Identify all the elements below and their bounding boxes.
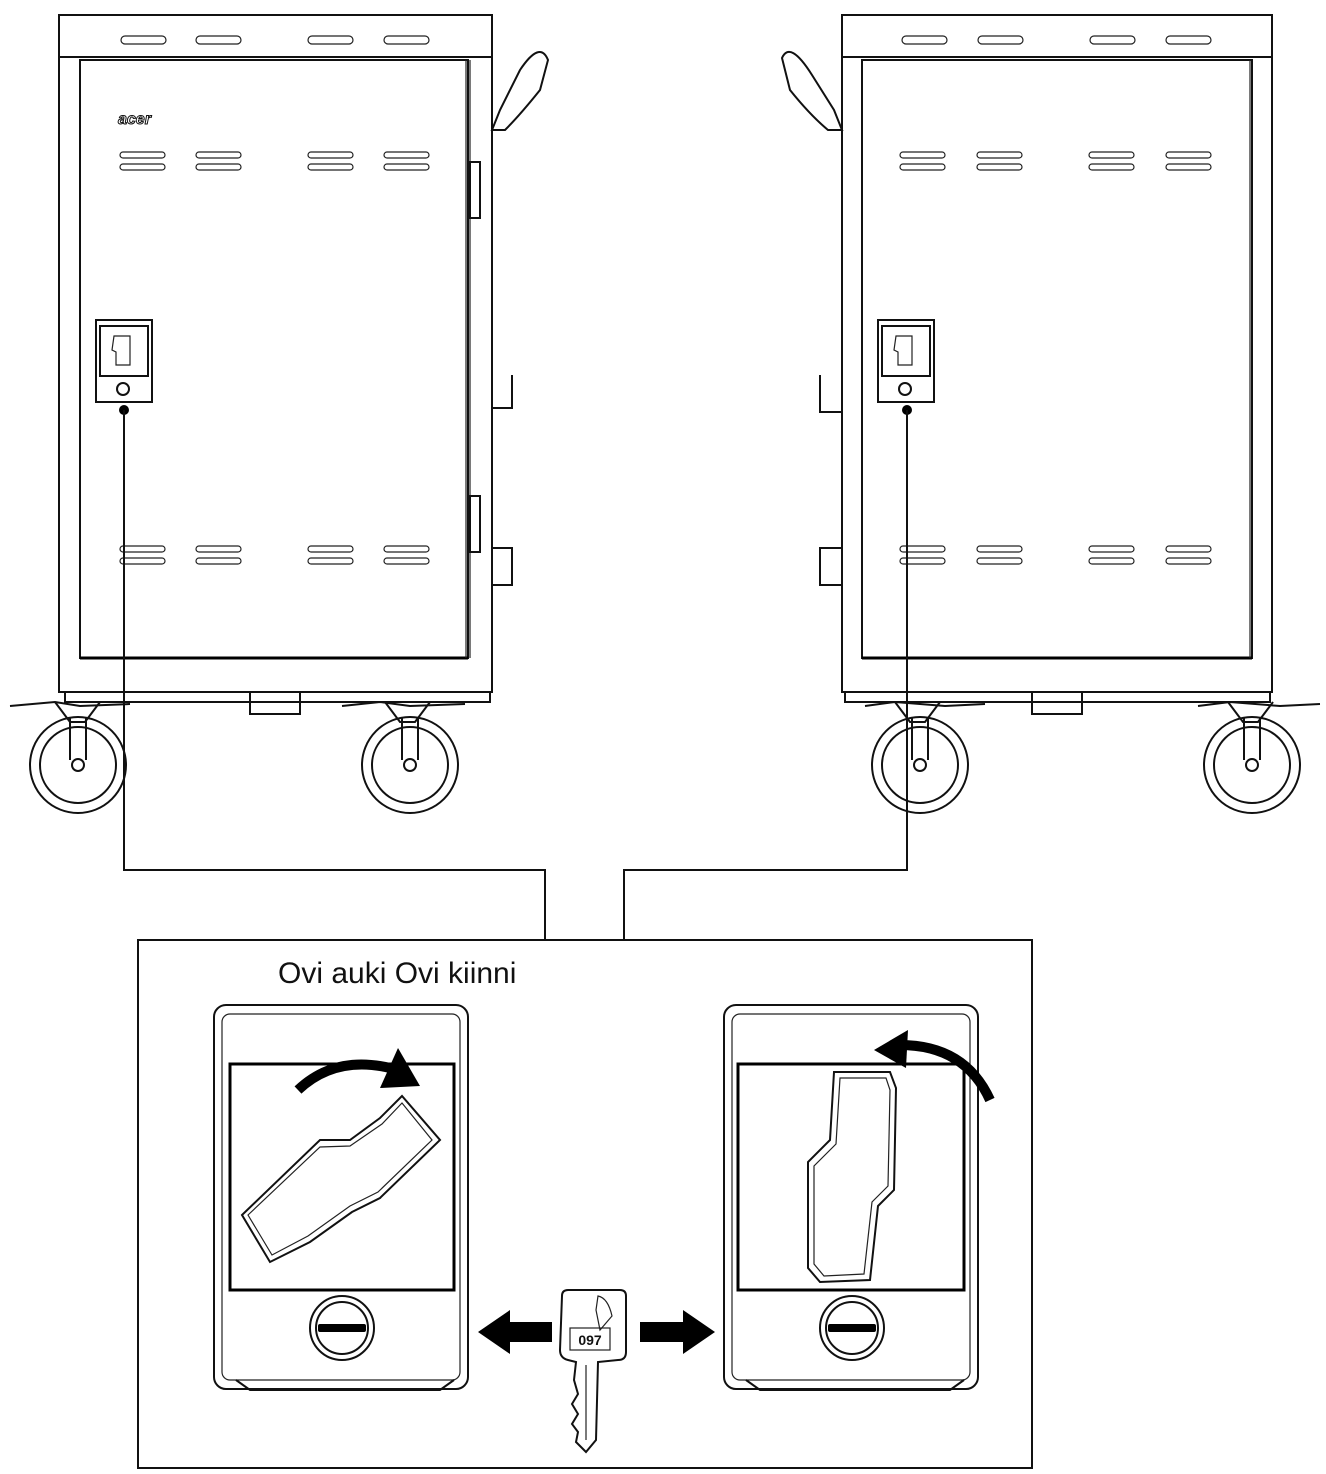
lock-state-caption: Ovi auki Ovi kiinni <box>278 957 517 990</box>
lock-closed <box>723 1004 995 1391</box>
brand-logo: acer <box>118 111 152 128</box>
lock-open <box>213 1004 469 1391</box>
cart-left: acer <box>9 14 550 814</box>
detail-box <box>137 939 1033 1469</box>
arrow-right <box>640 1310 715 1354</box>
arrow-left <box>478 1310 552 1354</box>
key-icon: 097 <box>558 1289 627 1454</box>
callout-lines <box>123 410 908 940</box>
key-number: 097 <box>578 1332 602 1348</box>
cart-right <box>780 14 1321 814</box>
